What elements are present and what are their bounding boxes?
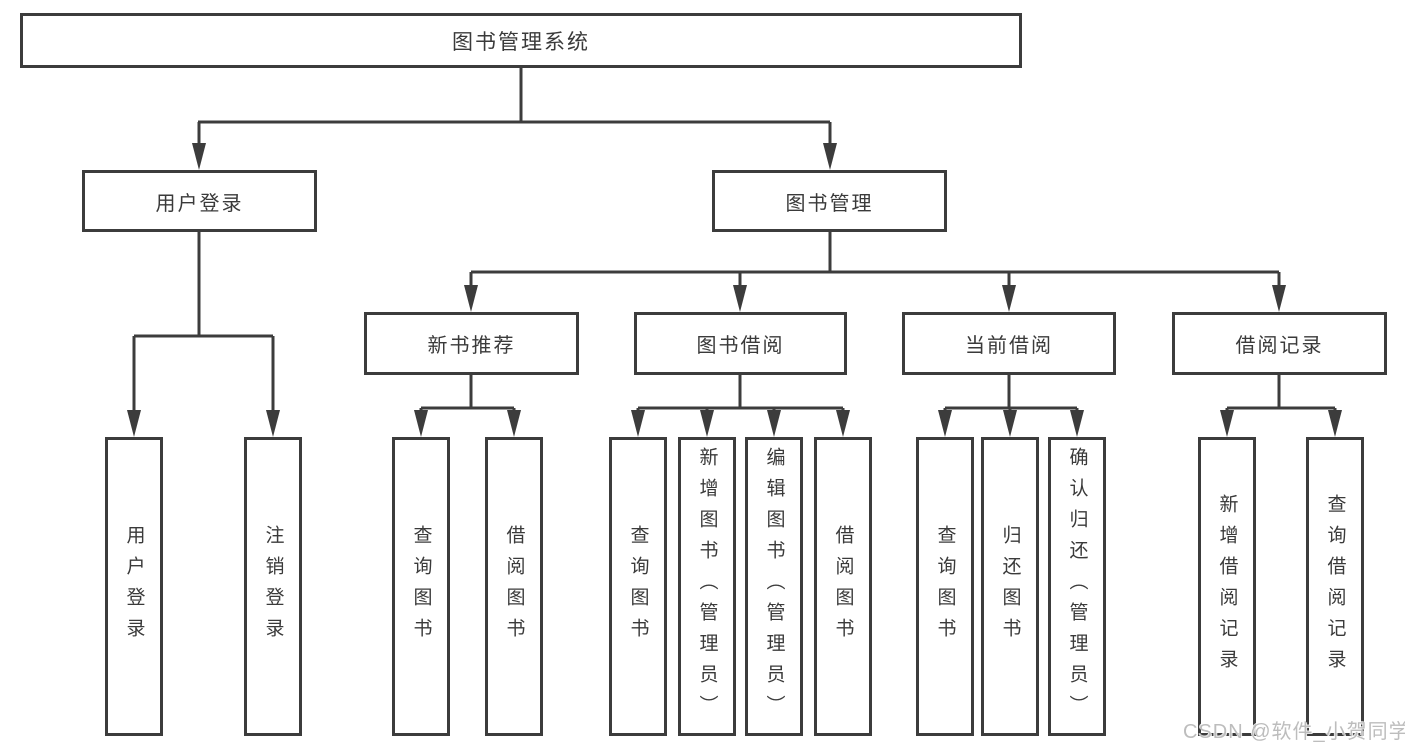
arrowhead-icon bbox=[1220, 410, 1234, 437]
node-new-book-recommendation: 新书推荐 bbox=[364, 312, 579, 375]
node-book-borrowing: 图书借阅 bbox=[634, 312, 847, 375]
arrowhead-icon bbox=[823, 143, 837, 170]
arrowhead-icon bbox=[127, 410, 141, 437]
csdn-watermark: CSDN @软件_小贺同学 bbox=[1183, 721, 1405, 743]
leaf-query-books-borrowing: 查询图书 bbox=[609, 437, 667, 736]
arrowhead-icon bbox=[1002, 285, 1016, 312]
arrowhead-icon bbox=[631, 410, 645, 437]
arrowhead-icon bbox=[1003, 410, 1017, 437]
leaf-borrow-books-recommend: 借阅图书 bbox=[485, 437, 543, 736]
node-book-management: 图书管理 bbox=[712, 170, 947, 232]
arrowhead-icon bbox=[700, 410, 714, 437]
leaf-borrow-books-borrowing: 借阅图书 bbox=[814, 437, 872, 736]
leaf-query-books-current: 查询图书 bbox=[916, 437, 974, 736]
leaf-edit-book-admin: 编辑图书（管理员） bbox=[745, 437, 803, 736]
arrowhead-icon bbox=[414, 410, 428, 437]
arrowhead-icon bbox=[733, 285, 747, 312]
arrowhead-icon bbox=[1070, 410, 1084, 437]
node-current-borrowing: 当前借阅 bbox=[902, 312, 1116, 375]
leaf-confirm-return-admin: 确认归还（管理员） bbox=[1048, 437, 1106, 736]
node-library-management-system: 图书管理系统 bbox=[20, 13, 1022, 68]
tree-edges bbox=[134, 68, 1335, 410]
leaf-query-books-recommend: 查询图书 bbox=[392, 437, 450, 736]
arrowhead-icon bbox=[1328, 410, 1342, 437]
leaf-add-book-admin: 新增图书（管理员） bbox=[678, 437, 736, 736]
leaf-logout: 注销登录 bbox=[244, 437, 302, 736]
arrowhead-icon bbox=[266, 410, 280, 437]
arrowhead-icon bbox=[836, 410, 850, 437]
arrowhead-icon bbox=[192, 143, 206, 170]
leaf-query-borrow-record: 查询借阅记录 bbox=[1306, 437, 1364, 736]
arrowhead-icon bbox=[767, 410, 781, 437]
node-user-login: 用户登录 bbox=[82, 170, 317, 232]
leaf-add-borrow-record: 新增借阅记录 bbox=[1198, 437, 1256, 736]
node-borrowing-records: 借阅记录 bbox=[1172, 312, 1387, 375]
arrowhead-icon bbox=[1272, 285, 1286, 312]
arrowhead-icon bbox=[507, 410, 521, 437]
arrowhead-icon bbox=[464, 285, 478, 312]
leaf-user-login: 用户登录 bbox=[105, 437, 163, 736]
leaf-return-book: 归还图书 bbox=[981, 437, 1039, 736]
arrowhead-icon bbox=[938, 410, 952, 437]
